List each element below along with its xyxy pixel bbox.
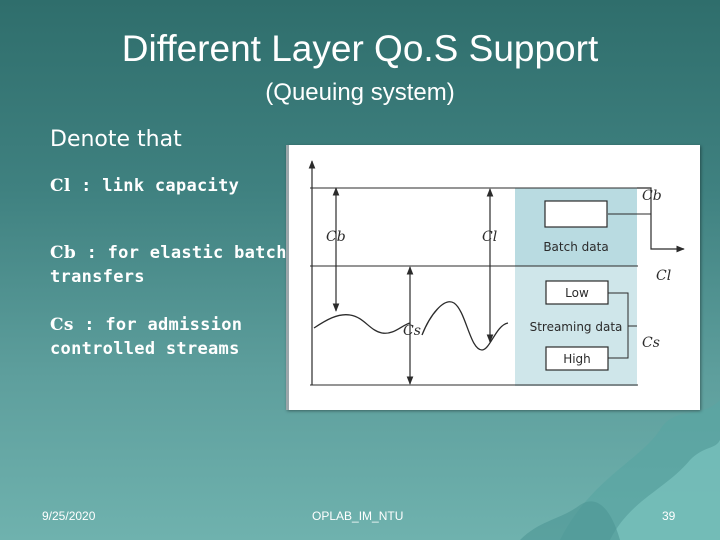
stream-traffic-curve [422, 302, 508, 350]
label-cb-right: Cb [642, 188, 662, 204]
definition-cb: Cb : for elastic batch transfers [50, 241, 290, 289]
definition-cl: Cl : link capacity [50, 174, 239, 198]
label-streaming-data: Streaming data [530, 320, 623, 334]
label-high: High [563, 352, 591, 366]
label-cb-left: Cb [326, 229, 346, 245]
label-cs-right: Cs [642, 335, 660, 351]
denote-heading: Denote that [50, 127, 182, 152]
definition-cl-text: : link capacity [81, 176, 239, 196]
page-number: 39 [662, 509, 675, 523]
label-cl-left: Cl [482, 229, 497, 245]
label-low: Low [565, 286, 589, 300]
batch-traffic-curve [314, 315, 410, 334]
symbol-cs: Cs [50, 315, 74, 335]
slide-subtitle: (Queuing system) [0, 79, 720, 107]
batch-queue-box [545, 201, 607, 227]
slide-title: Different Layer Qo.S Support [0, 28, 720, 70]
footer-center: OPLAB_IM_NTU [312, 509, 403, 523]
footer-date: 9/25/2020 [42, 509, 95, 523]
symbol-cl: Cl [50, 176, 71, 196]
queuing-diagram: Cb Cl Cs Batch data Low Streaming data H… [286, 145, 700, 410]
label-batch-data: Batch data [543, 240, 608, 254]
figure-border [286, 145, 289, 410]
definition-cb-text: : for elastic batch transfers [50, 243, 287, 287]
label-cs-left: Cs [403, 323, 421, 339]
queuing-diagram-svg: Cb Cl Cs Batch data Low Streaming data H… [286, 145, 700, 410]
symbol-cb: Cb [50, 243, 76, 263]
definition-cs-text: : for admission controlled streams [50, 315, 242, 359]
definition-cs: Cs : for admission controlled streams [50, 313, 290, 361]
label-cl-right: Cl [656, 268, 671, 284]
